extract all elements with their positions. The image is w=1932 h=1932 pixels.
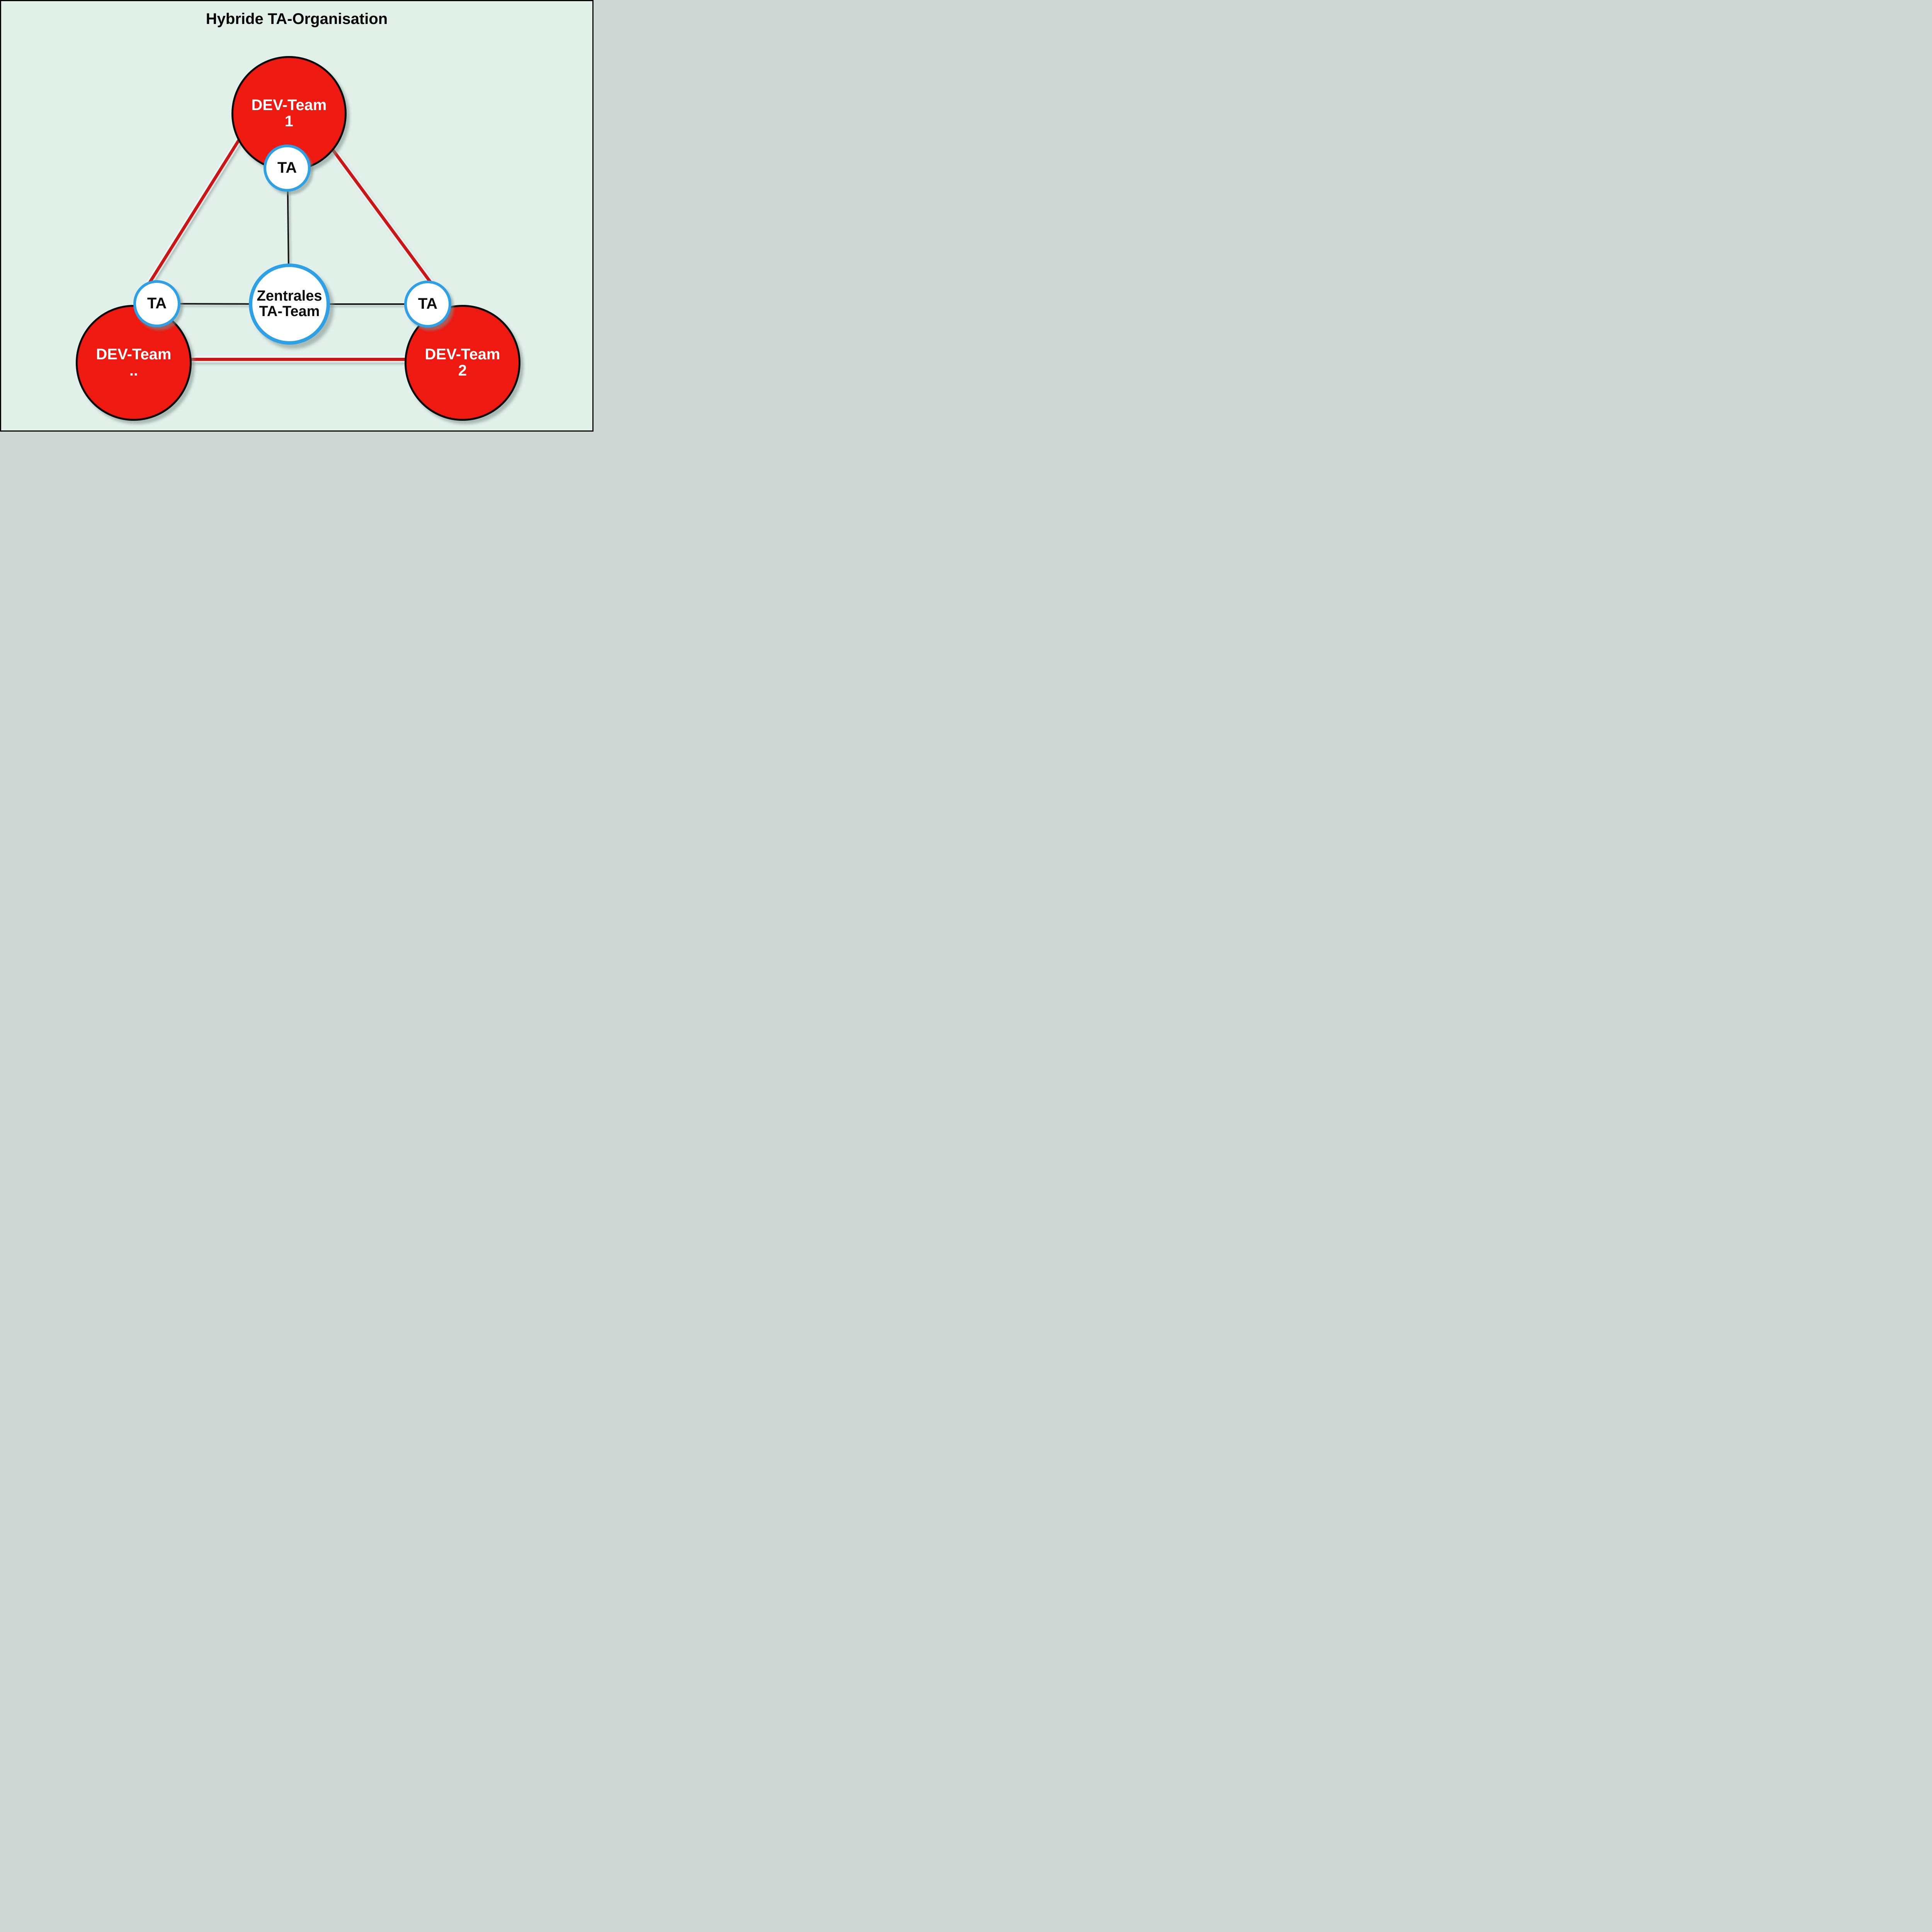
node-label: Zentrales: [257, 288, 322, 304]
node-dev-team-more: DEV-Team ..: [76, 305, 192, 421]
node-label: 2: [458, 362, 467, 379]
diagram-title: Hybride TA-Organisation: [206, 10, 388, 27]
node-label: TA: [277, 159, 297, 177]
node-label: TA: [418, 295, 438, 313]
node-label: TA: [147, 295, 167, 312]
node-label: DEV-Team: [251, 97, 327, 114]
node-label: TA-Team: [259, 303, 320, 320]
node-ta-left: TA: [133, 280, 180, 327]
node-label: 1: [284, 113, 294, 130]
node-ta-right: TA: [404, 281, 451, 328]
node-zentrales-ta-team: Zentrales TA-Team: [249, 264, 330, 345]
diagram-canvas: Hybride TA-Organisation DEV-Team 1 DEV-T…: [0, 0, 594, 432]
node-label: ..: [129, 362, 138, 379]
node-label: DEV-Team: [96, 346, 172, 363]
node-ta-top: TA: [264, 145, 311, 192]
node-label: DEV-Team: [425, 346, 500, 363]
